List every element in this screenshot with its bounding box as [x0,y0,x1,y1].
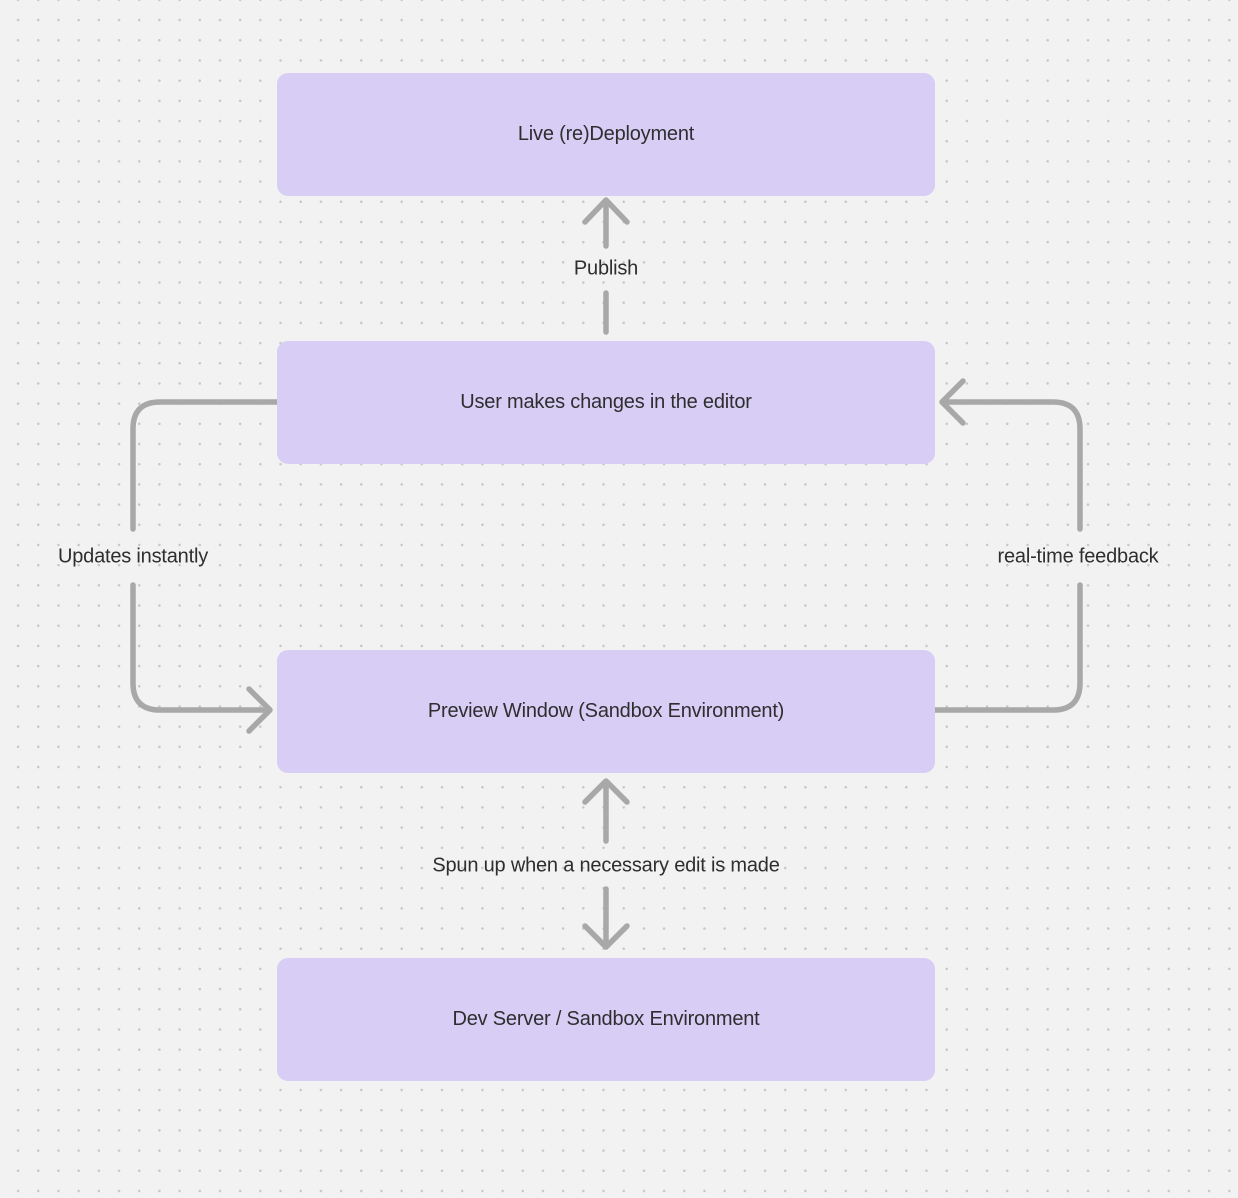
edge-label-publish: Publish [573,257,639,280]
node-user-editor[interactable]: User makes changes in the editor [277,341,935,464]
node-label: Dev Server / Sandbox Environment [452,1008,760,1030]
arrow-realtime-feedback [932,378,1083,713]
arrow-publish [582,197,630,335]
edge-label-spun-up: Spun up when a necessary edit is made [432,854,780,877]
node-dev-server[interactable]: Dev Server / Sandbox Environment [277,958,935,1081]
node-label: User makes changes in the editor [460,391,752,413]
edge-label-realtime-feedback: real-time feedback [997,545,1159,568]
node-label: Preview Window (Sandbox Environment) [427,700,785,722]
node-live-redeployment[interactable]: Live (re)Deployment [277,73,935,196]
arrow-updates-instantly [130,399,280,734]
node-preview-window[interactable]: Preview Window (Sandbox Environment) [277,650,935,773]
arrow-spun-up [582,778,630,950]
node-label: Live (re)Deployment [517,123,695,145]
edge-label-updates-instantly: Updates instantly [57,545,209,568]
